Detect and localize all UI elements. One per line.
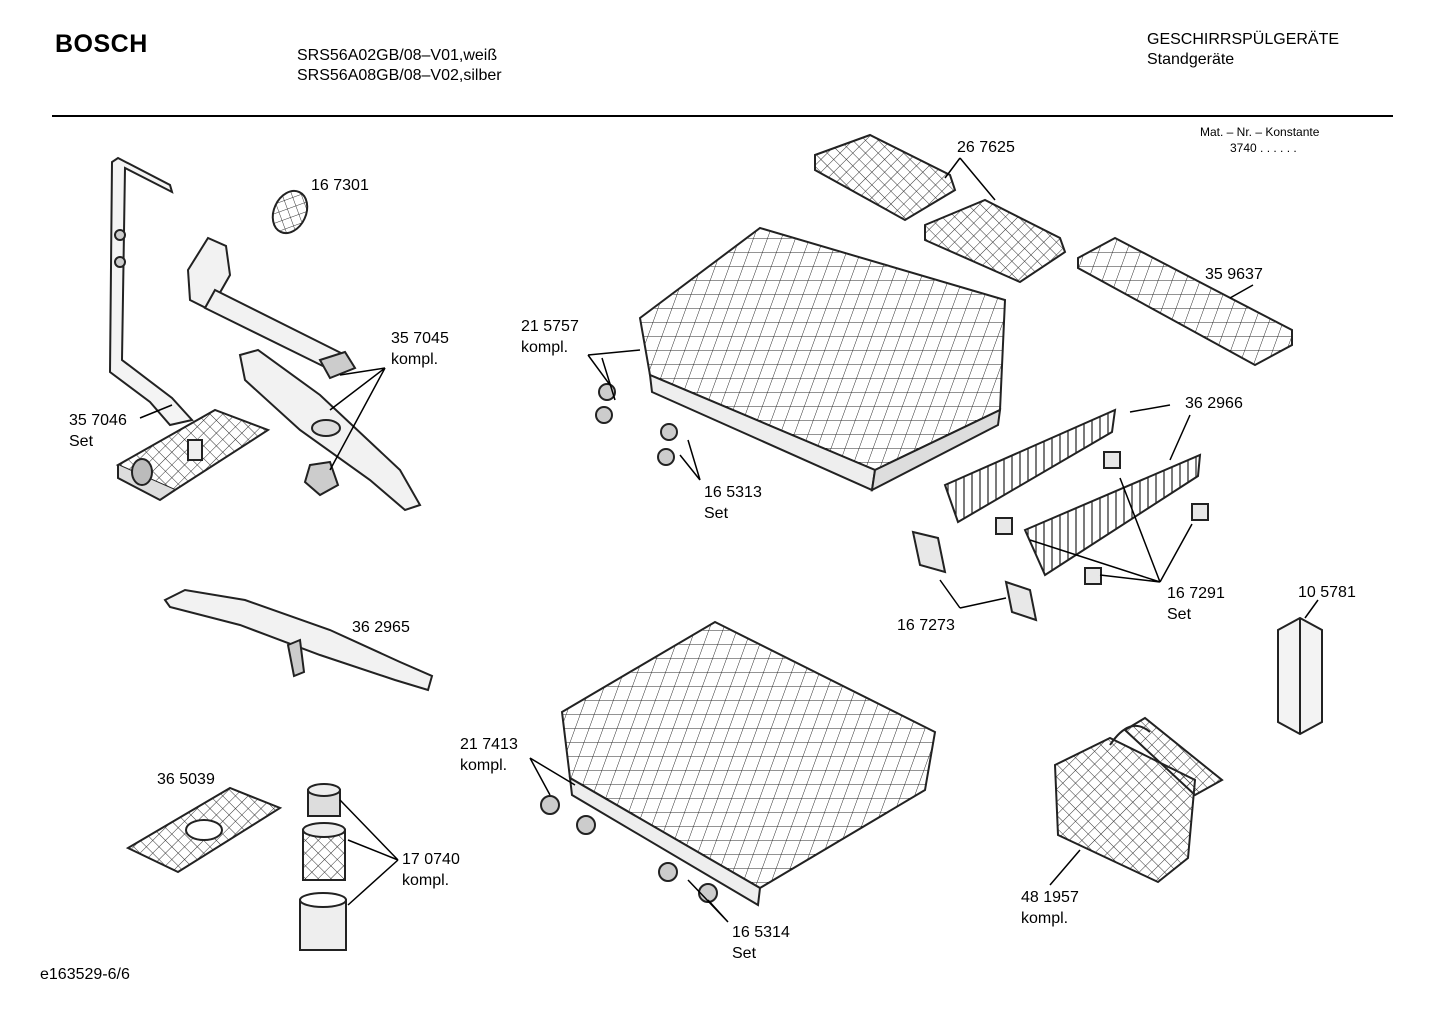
category-title: GESCHIRRSPÜLGERÄTE [1147, 31, 1340, 48]
part-note: Set [704, 505, 729, 522]
spray-pipe-drawing [108, 156, 194, 427]
document-id: e163529-6/6 [40, 966, 130, 983]
part-number: 16 5313 [704, 484, 762, 501]
material-constant-value: 3740 . . . . . . [1230, 141, 1297, 155]
upper-rack-drawing [638, 226, 1007, 492]
lower-rack-drawing [560, 620, 937, 907]
lower-spray-arm-drawing [163, 588, 434, 692]
part-note: kompl. [521, 339, 569, 356]
part-note: kompl. [402, 872, 450, 889]
part-label-16-5314: 16 5314 Set [732, 922, 790, 964]
cutlery-basket-drawing [1053, 716, 1224, 884]
part-label-36-2966: 36 2966 [1185, 395, 1243, 412]
cup-shelf-drawing [814, 133, 1067, 284]
spray-nozzle-drawing [271, 189, 309, 235]
part-label-17-0740: 17 0740 kompl. [402, 849, 460, 891]
part-label-16-7291: 16 7291 Set [1167, 583, 1225, 625]
part-note: kompl. [1021, 910, 1069, 927]
part-number: 17 0740 [402, 851, 460, 868]
category-block: GESCHIRRSPÜLGERÄTE Standgeräte [1147, 30, 1339, 70]
part-note: Set [732, 945, 757, 962]
part-label-21-7413: 21 7413 kompl. [460, 734, 518, 776]
part-label-21-5757: 21 5757 kompl. [521, 316, 579, 358]
cutlery-tray-drawing [1077, 236, 1293, 367]
part-label-35-7046: 35 7046 Set [69, 410, 127, 452]
part-label-35-9637: 35 9637 [1205, 266, 1263, 283]
part-note: kompl. [391, 351, 439, 368]
part-label-16-5313: 16 5313 Set [704, 482, 762, 524]
part-number: 35 7046 [69, 412, 127, 429]
upper-spray-arm-drawing [186, 236, 422, 512]
part-note: Set [69, 433, 94, 450]
part-label-16-7273: 16 7273 [897, 617, 955, 634]
model-line-1: SRS56A02GB/08–V01,weiß [297, 47, 498, 64]
part-number: 21 5757 [521, 318, 579, 335]
leader-lines [139, 157, 1319, 923]
material-constant: Mat. – Nr. – Konstante 3740 . . . . . . [1200, 124, 1319, 156]
part-number: 16 5314 [732, 924, 790, 941]
tine-row-drawing [943, 408, 1202, 577]
model-list: SRS56A02GB/08–V01,weiß SRS56A08GB/08–V02… [297, 46, 502, 86]
model-line-2: SRS56A08GB/08–V02,silber [297, 67, 502, 84]
part-number: 48 1957 [1021, 889, 1079, 906]
part-note: Set [1167, 606, 1192, 623]
part-note: kompl. [460, 757, 508, 774]
glass-holder-drawing [1277, 616, 1323, 736]
lower-rack-wheels-drawing [540, 795, 718, 903]
part-number: 16 7291 [1167, 585, 1225, 602]
part-label-35-7045: 35 7045 kompl. [391, 328, 449, 370]
upper-rack-wheels-drawing [595, 383, 678, 466]
part-label-26-7625: 26 7625 [957, 139, 1015, 156]
part-number: 35 7045 [391, 330, 449, 347]
part-number: 21 7413 [460, 736, 518, 753]
part-label-10-5781: 10 5781 [1298, 584, 1356, 601]
part-label-36-2965: 36 2965 [352, 619, 410, 636]
header-divider [52, 115, 1393, 117]
category-subtitle: Standgeräte [1147, 51, 1235, 68]
brand-logo: BOSCH [55, 30, 148, 58]
filter-cylinder-drawing [299, 783, 347, 951]
material-constant-label: Mat. – Nr. – Konstante [1200, 125, 1320, 139]
part-label-16-7301: 16 7301 [311, 177, 369, 194]
micro-filter-drawing [125, 786, 283, 874]
pump-sump-drawing [115, 408, 271, 502]
part-label-36-5039: 36 5039 [157, 771, 215, 788]
rack-clips-drawing [911, 451, 1209, 622]
part-label-48-1957: 48 1957 kompl. [1021, 887, 1079, 929]
